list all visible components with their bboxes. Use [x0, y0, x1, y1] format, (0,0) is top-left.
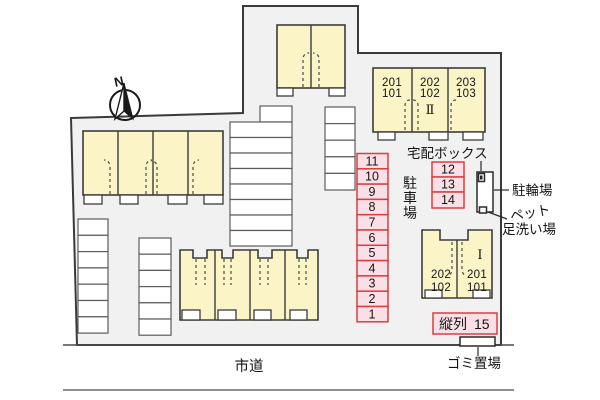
parking-column-middle [229, 105, 293, 247]
parking-column-left-2 [138, 237, 172, 336]
parking-numbered-small: 12 13 14 [431, 161, 465, 209]
pet-wash-label-line2: 足洗い場 [502, 222, 556, 237]
building-ii-label: Ⅱ [426, 103, 435, 118]
space-13: 13 [441, 178, 455, 192]
unit-202-lower: 102 [420, 88, 440, 100]
building-south [179, 249, 319, 321]
unit-i-201-upper: 201 [467, 269, 487, 281]
bicycle-label: 駐輪場 [512, 182, 553, 198]
space-2: 2 [369, 292, 376, 306]
space-4: 4 [369, 261, 376, 275]
space-6: 6 [369, 231, 376, 245]
space-3: 3 [369, 277, 376, 291]
svg-text:場: 場 [403, 205, 417, 221]
building-east-upper: 201 101 202 102 203 103 Ⅱ [372, 67, 486, 141]
building-north [276, 24, 346, 97]
garbage-label: ゴミ置場 [447, 355, 501, 371]
north-label: N [113, 73, 125, 90]
space-8: 8 [369, 200, 376, 214]
space-11: 11 [366, 154, 379, 168]
unit-i-202-upper: 202 [431, 269, 451, 281]
unit-201-lower: 101 [382, 88, 402, 100]
delivery-box-label: 宅配ボックス [407, 146, 488, 161]
unit-202-upper: 202 [420, 77, 440, 89]
parking-column-right [324, 106, 356, 191]
parking-column-left [77, 218, 109, 334]
road-label: 市道 [235, 358, 264, 375]
space-14: 14 [441, 193, 455, 207]
space-1: 1 [369, 307, 376, 321]
bicycle-parking [476, 171, 494, 214]
pet-wash-label-line1: ペット [509, 202, 551, 224]
unit-203-lower: 103 [456, 88, 476, 100]
svg-text:駐: 駐 [403, 175, 417, 191]
pet-wash-pointer [487, 211, 508, 220]
space-7: 7 [369, 216, 376, 230]
parking-numbered-column: 11 10 9 8 7 6 5 4 3 2 1 [356, 152, 389, 323]
space-12: 12 [441, 163, 455, 177]
garbage-area [459, 336, 496, 347]
north-arrow-icon: N [109, 73, 141, 122]
space-5: 5 [369, 246, 376, 260]
building-i-label: Ⅰ [477, 248, 482, 263]
unit-203-upper: 203 [456, 77, 476, 89]
unit-i-202-lower: 102 [431, 282, 451, 294]
unit-i-201-lower: 101 [467, 282, 487, 294]
tandem-number: 15 [474, 316, 490, 332]
building-east-lower: 202 102 201 101 Ⅰ [421, 229, 493, 299]
unit-201-upper: 201 [382, 77, 402, 89]
space-10: 10 [365, 170, 379, 184]
tandem-label: 縦列 [439, 316, 467, 332]
space-9: 9 [369, 185, 376, 199]
tandem-space: 縦列 15 [432, 312, 498, 335]
building-west [82, 130, 224, 205]
svg-text:車: 車 [403, 190, 417, 206]
parking-lot-label: 駐 車 場 [403, 175, 417, 221]
